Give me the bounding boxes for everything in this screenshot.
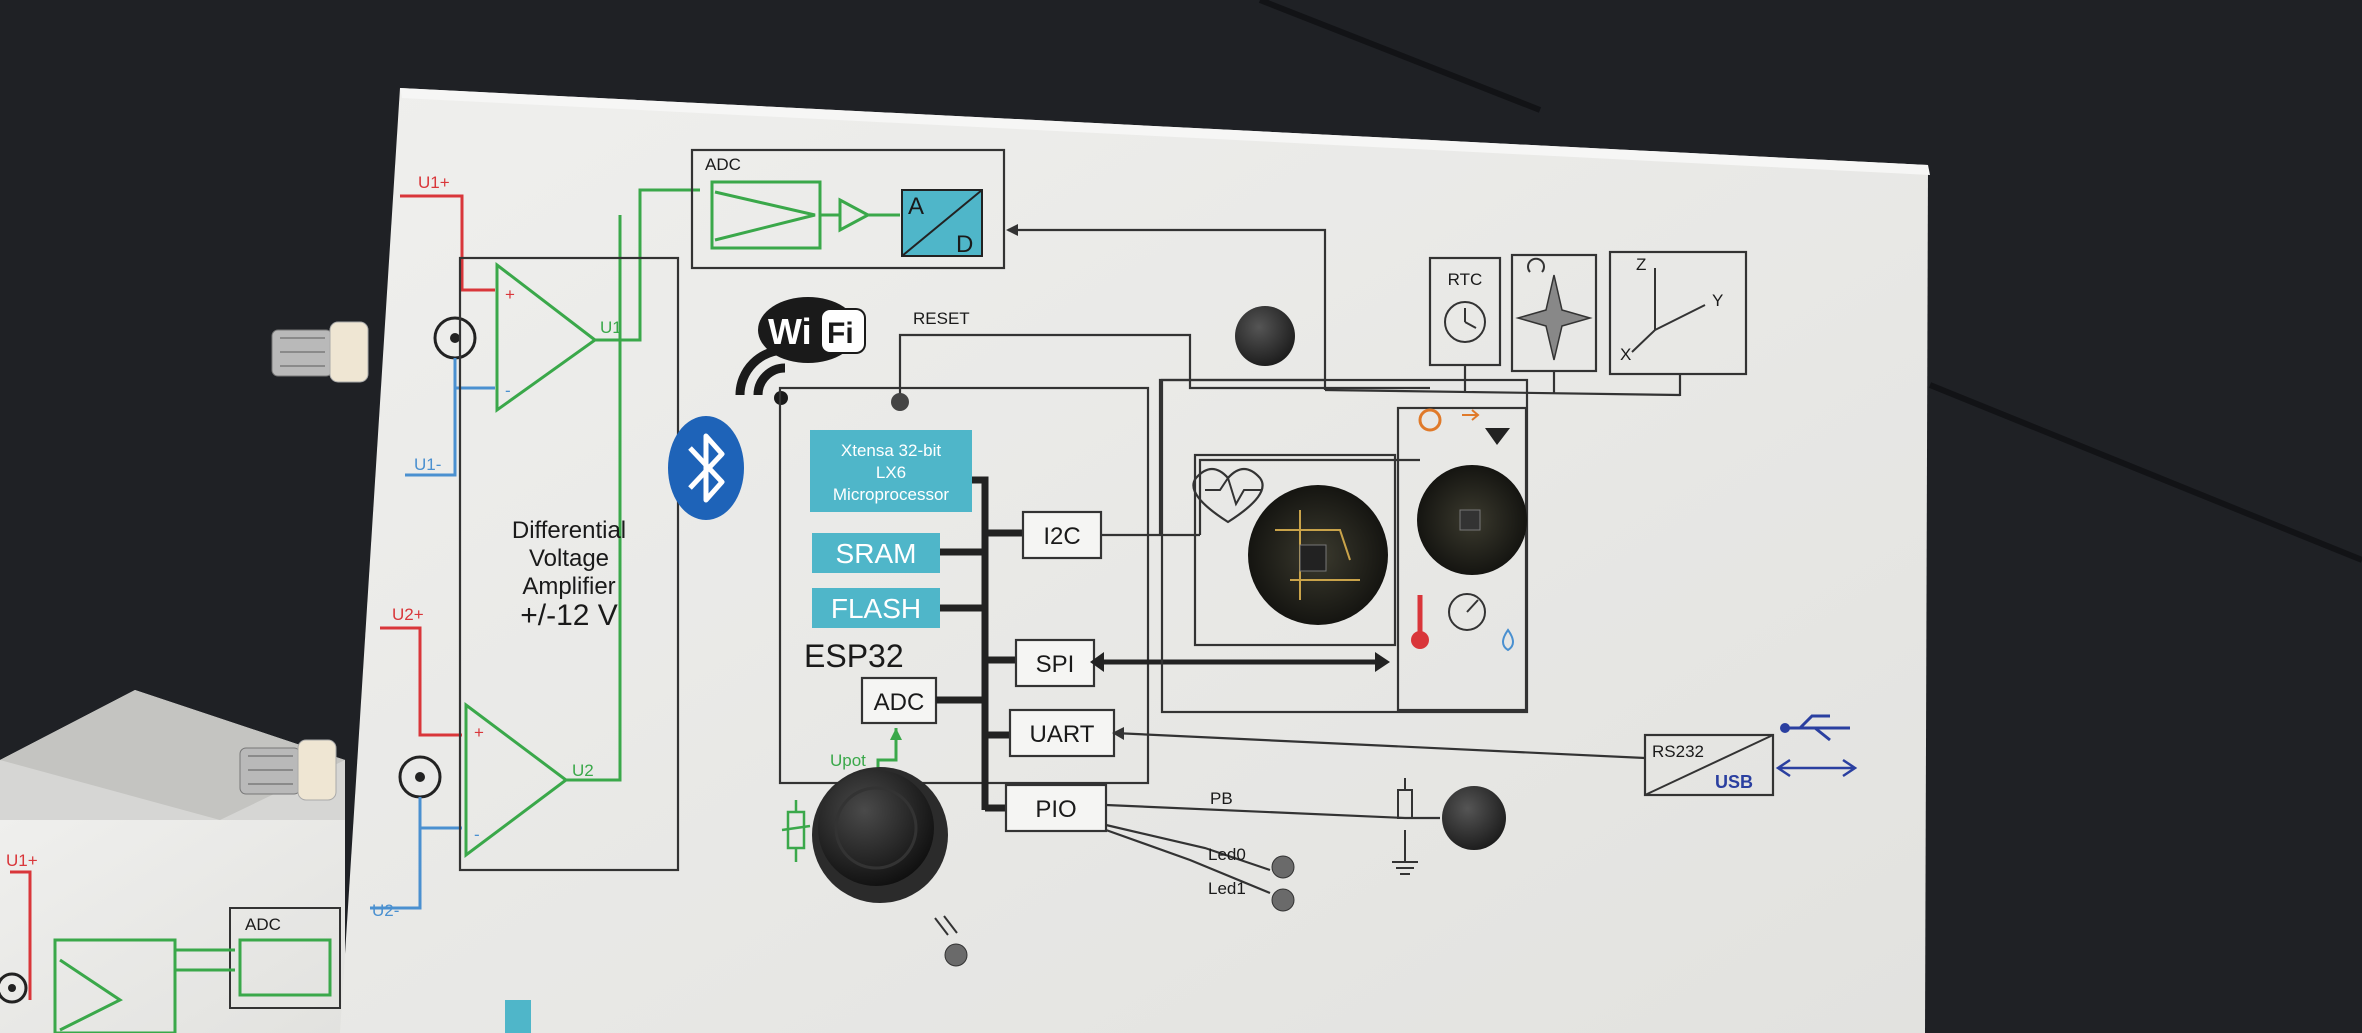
bluetooth-icon: [668, 416, 744, 520]
reset-button[interactable]: [1235, 306, 1295, 366]
u2-plus-label: U2+: [392, 605, 424, 624]
heart-icon: [1192, 467, 1264, 524]
differential-amplifier-block: Differential Voltage Amplifier +/-12 V: [458, 256, 680, 872]
amp-label-line1: Differential: [512, 517, 626, 544]
wifi-fi-text: Fi: [827, 317, 854, 350]
humidity-drop-icon: [1502, 628, 1514, 652]
svg-text:+: +: [505, 285, 515, 304]
thermometer-icon: [1411, 631, 1429, 649]
i2c-label: I2C: [1043, 523, 1080, 550]
rs232-usb-block: RS232 USB: [1643, 714, 1858, 797]
second-u1-plus-label: U1+: [6, 851, 38, 870]
pb-push-button[interactable]: [1442, 786, 1506, 850]
manufacturer-logo: [505, 1000, 531, 1033]
u2-output-label: U2: [572, 761, 594, 780]
u1-minus-label: U1-: [414, 455, 441, 474]
pio-label: PIO: [1035, 796, 1076, 823]
u1-input-section: U1+ U1- + - U1: [400, 173, 700, 477]
light-sun-icon: [1418, 408, 1442, 432]
wifi-logo: Wi Fi: [735, 297, 866, 405]
amp-label-line2: Voltage: [529, 545, 609, 572]
adc-top-label: ADC: [705, 155, 741, 174]
usb-trident-icon: [1785, 714, 1850, 742]
table-seam: [1258, 0, 1542, 113]
axis-block: Z Y X: [1608, 250, 1748, 376]
uart-label: UART: [1030, 721, 1095, 748]
cpu-label-line1: Xtensa 32-bit: [841, 441, 941, 460]
clock-icon: [1444, 301, 1486, 343]
esp32-module: Xtensa 32-bit LX6 Microprocessor SRAM FL…: [778, 386, 1150, 833]
led1-label: Led1: [1208, 879, 1246, 898]
u1-plus-label: U1+: [418, 173, 450, 192]
table-seam-2: [1928, 382, 2362, 563]
wifi-wi-text: Wi: [768, 311, 812, 352]
reset-label: RESET: [913, 309, 970, 328]
status-led-indicator: [944, 943, 968, 967]
pressure-gauge-icon: [1448, 593, 1486, 631]
axis-x-label: X: [1620, 345, 1631, 364]
svg-text:-: -: [474, 825, 480, 844]
photodiode-icon: [1485, 428, 1510, 445]
amp-label-line3: Amplifier: [522, 573, 615, 600]
cpu-label-line3: Microprocessor: [833, 485, 950, 504]
flash-label: FLASH: [831, 593, 921, 624]
u2-amplifier-symbol: [464, 702, 569, 858]
adc-small-label: ADC: [874, 689, 925, 716]
pb-label: PB: [1210, 789, 1233, 808]
cpu-label-line2: LX6: [876, 463, 906, 482]
rs232-label: RS232: [1652, 742, 1704, 761]
u2-input-section: U2+ U2- + - U2: [370, 215, 622, 920]
led0-label: Led0: [1208, 845, 1246, 864]
main-board: [340, 88, 1930, 1033]
usb-label: USB: [1715, 772, 1753, 792]
spi-label: SPI: [1036, 651, 1075, 678]
led0-indicator: [1271, 855, 1295, 879]
amp-label-voltage: +/-12 V: [520, 599, 618, 632]
sensor-block: [1160, 378, 1529, 714]
u2-minus-label: U2-: [372, 901, 399, 920]
bnc-connector-u1: [271, 321, 369, 383]
sram-label: SRAM: [836, 538, 917, 569]
upot-label: Upot: [830, 751, 866, 770]
axis-icon: [1631, 268, 1706, 353]
adc-top-block: ADC A D: [690, 148, 1327, 390]
adc-a-label: A: [908, 193, 924, 220]
svg-text:+: +: [474, 723, 484, 742]
led1-indicator: [1271, 888, 1295, 912]
u1-amplifier-symbol: [495, 261, 598, 413]
u1-output-label: U1: [600, 318, 622, 337]
adc-d-label: D: [956, 231, 973, 258]
compass-star-icon: [1515, 274, 1593, 361]
axis-z-label: Z: [1636, 255, 1646, 274]
axis-y-label: Y: [1712, 291, 1723, 310]
esp32-label: ESP32: [804, 638, 904, 674]
second-adc-label: ADC: [245, 915, 281, 934]
svg-text:-: -: [505, 381, 511, 400]
bnc-connector-u2: [239, 739, 337, 801]
rtc-label: RTC: [1448, 270, 1483, 289]
